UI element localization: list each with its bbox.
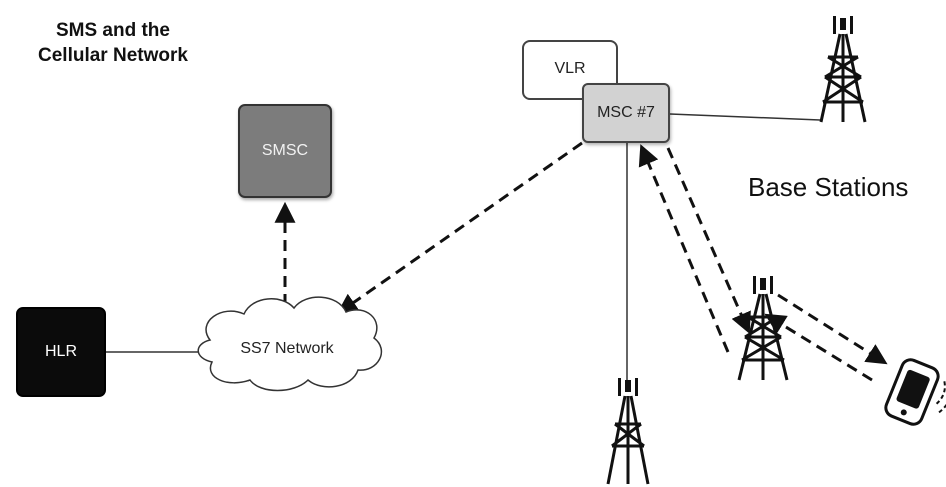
cell-tower-icon bbox=[606, 378, 650, 485]
cell-tower-icon bbox=[737, 276, 789, 381]
ss7-network-label: SS7 Network bbox=[240, 340, 334, 357]
cell-tower-icon bbox=[819, 16, 867, 123]
tower-to-phone-arrow bbox=[777, 293, 888, 365]
tower-to-msc-arrow bbox=[638, 144, 730, 353]
diagram-title: SMS and the Cellular Network bbox=[38, 18, 188, 68]
title-line-1: SMS and the bbox=[55, 20, 170, 41]
hlr-node: HLR bbox=[16, 307, 106, 397]
base-stations-label: Base Stations bbox=[748, 172, 909, 202]
smsc-node: SMSC bbox=[238, 104, 332, 198]
ss7-cloud-shape bbox=[197, 296, 383, 392]
msc-tower-top-link bbox=[669, 113, 821, 121]
phone-to-tower-arrow bbox=[764, 313, 873, 382]
title-line-2: Cellular Network bbox=[38, 45, 188, 66]
mobile-phone-icon bbox=[884, 358, 946, 426]
msc-to-tower-arrow bbox=[666, 147, 751, 334]
msc-to-ss7-arrow bbox=[336, 141, 583, 315]
msc-node: MSC #7 bbox=[582, 83, 670, 143]
